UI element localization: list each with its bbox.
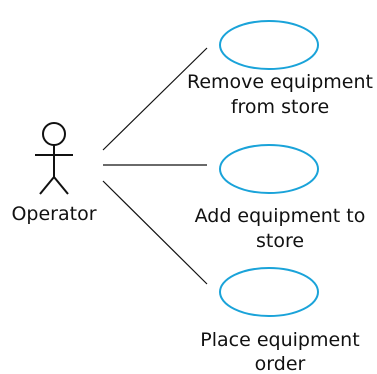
- use-case-place-order-ellipse[interactable]: [219, 267, 319, 317]
- use-case-add-equipment-label-line2: store: [256, 230, 304, 252]
- actor-head: [42, 122, 66, 146]
- use-case-add-equipment-ellipse[interactable]: [219, 144, 319, 194]
- use-case-place-order-label-line1: Place equipment: [200, 329, 359, 351]
- actor-right-leg: [53, 176, 69, 195]
- association-remove-equipment: [102, 47, 208, 151]
- use-case-remove-equipment-label-line2: from store: [231, 96, 329, 118]
- use-case-remove-equipment-ellipse[interactable]: [219, 20, 319, 70]
- use-case-remove-equipment-label-line1: Remove equipment: [187, 71, 373, 93]
- actor-figure: [35, 122, 73, 195]
- actor-left-leg: [39, 176, 55, 195]
- use-case-add-equipment-label-line1: Add equipment to: [195, 205, 366, 227]
- use-case-place-order-label-line2: order: [255, 353, 306, 374]
- association-place-order: [102, 180, 208, 285]
- actor-label: Operator: [11, 203, 96, 225]
